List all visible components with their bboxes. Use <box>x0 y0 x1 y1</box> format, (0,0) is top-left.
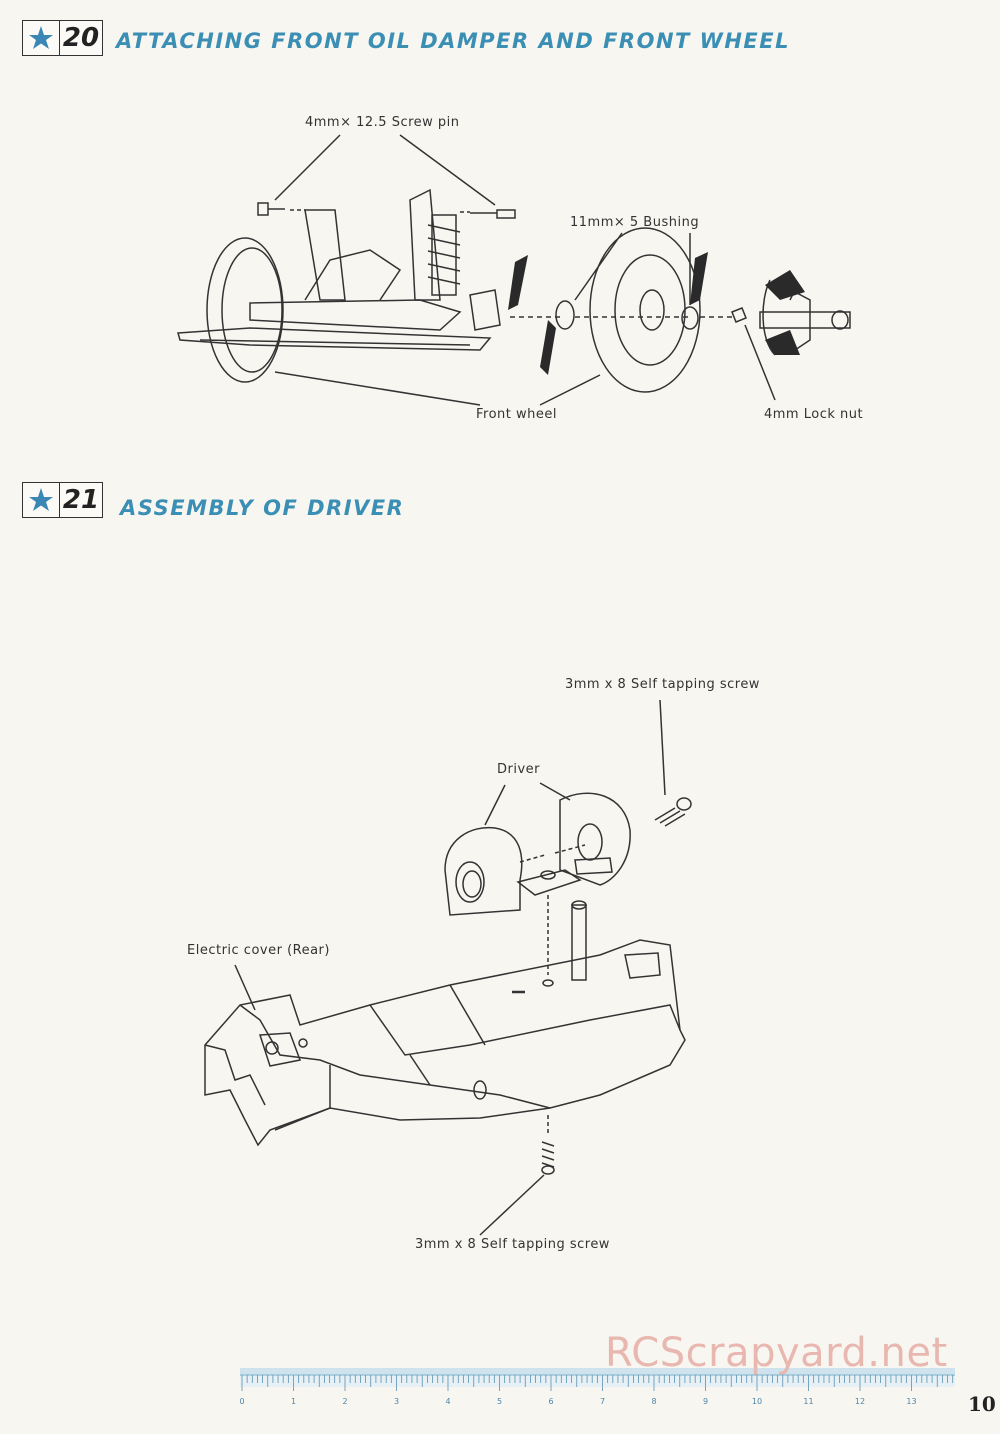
ruler-tick-label: 4 <box>445 1397 450 1406</box>
front-damper-wheel-diagram <box>177 134 851 406</box>
ruler-tick-label: 2 <box>342 1397 347 1406</box>
ruler-tick-label: 5 <box>497 1397 502 1406</box>
top-screw-label: 3mm x 8 Self tapping screw <box>565 677 760 692</box>
ruler-tick-label: 9 <box>703 1397 708 1406</box>
front-wheel-label: Front wheel <box>476 407 557 422</box>
measurement-ruler: 01234567891011121314 <box>239 1368 968 1408</box>
ruler-tick-label: 3 <box>394 1397 399 1406</box>
driver-label: Driver <box>497 762 541 777</box>
bottom-screw-label: 3mm x 8 Self tapping screw <box>415 1237 610 1252</box>
step-number: 21 <box>62 485 100 515</box>
ruler-tick-label: 10 <box>752 1397 762 1406</box>
ruler-tick-label: 13 <box>906 1397 916 1406</box>
watermark: RCScrapyard.net <box>605 1330 948 1376</box>
step-title: ATTACHING FRONT OIL DAMPER AND FRONT WHE… <box>116 29 790 53</box>
step-badge: 20 <box>22 20 103 56</box>
driver-assembly-diagram <box>204 699 692 1236</box>
ruler-tick-label: 1 <box>291 1397 296 1406</box>
page-number: 10 <box>968 1392 996 1416</box>
ruler-tick-label: 0 <box>240 1397 245 1406</box>
step-number: 20 <box>62 23 100 53</box>
bushing-label: 11mm× 5 Bushing <box>570 215 700 230</box>
screw-pin-label: 4mm× 12.5 Screw pin <box>305 115 460 130</box>
ruler-tick-label: 11 <box>803 1397 813 1406</box>
lock-nut-label: 4mm Lock nut <box>764 407 864 422</box>
ruler-tick-label: 8 <box>651 1397 656 1406</box>
electric-cover-label: Electric cover (Rear) <box>187 943 330 958</box>
ruler-tick-label: 7 <box>600 1397 605 1406</box>
star-icon <box>23 21 60 55</box>
star-icon <box>23 483 60 517</box>
ruler-tick-label: 6 <box>548 1397 553 1406</box>
step-title: ASSEMBLY OF DRIVER <box>120 496 405 520</box>
step-badge: 21 <box>22 482 103 518</box>
ruler-tick-label: 12 <box>855 1397 865 1406</box>
